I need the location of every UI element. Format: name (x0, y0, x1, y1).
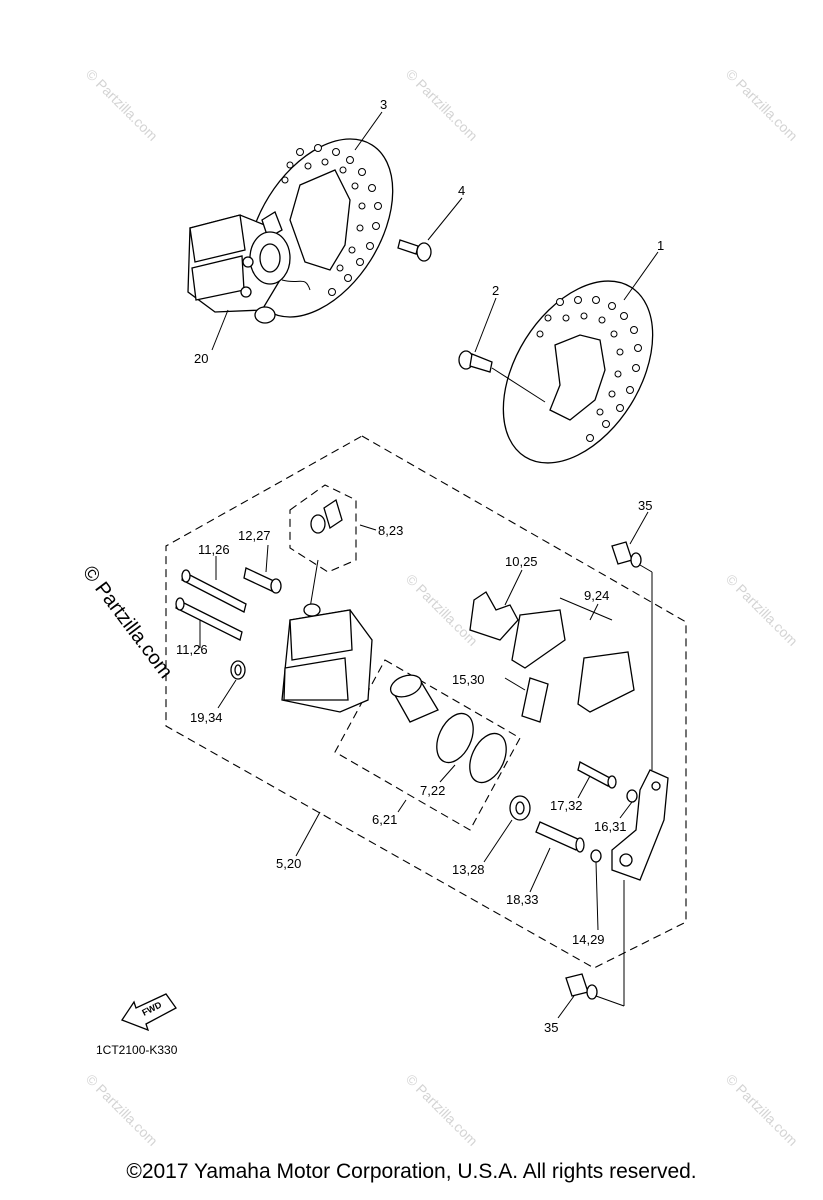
callout-10-25: 10,25 (505, 554, 538, 569)
pin-bolts-11-26 (175, 569, 247, 641)
callout-14-29: 14,29 (572, 932, 605, 947)
callout-15-30: 15,30 (452, 672, 485, 687)
diagram-code: 1CT2100-K330 (96, 1043, 178, 1057)
callout-18-33: 18,33 (506, 892, 539, 907)
callout-16-31: 16,31 (594, 819, 627, 834)
callout-9-24: 9,24 (584, 588, 609, 603)
callouts: 3 4 1 2 20 35 8,23 12,27 11,26 10,25 9,2… (176, 97, 664, 1035)
washer-16-31 (626, 789, 638, 803)
bolt-4 (397, 239, 432, 262)
callout-2: 2 (492, 283, 499, 298)
callout-1: 1 (657, 238, 664, 253)
callout-19-34: 19,34 (190, 710, 223, 725)
callout-35-top: 35 (638, 498, 652, 513)
piston-and-seals (389, 674, 507, 784)
bolt-2 (458, 350, 546, 403)
watermark: © Partzilla.com (723, 66, 801, 144)
watermark: © Partzilla.com (83, 66, 161, 144)
copyright-notice: ©2017 Yamaha Motor Corporation, U.S.A. A… (126, 1160, 697, 1183)
callout-17-32: 17,32 (550, 798, 583, 813)
pin-17-32 (577, 761, 617, 789)
callout-3: 3 (380, 97, 387, 112)
watermark: © Partzilla.com (723, 1071, 801, 1149)
watermark-large: © Partzilla.com (78, 562, 177, 683)
washer-14-29 (590, 849, 602, 863)
bolt-18-33 (535, 821, 585, 853)
caliper-kit-boundary (165, 435, 687, 969)
callout-4: 4 (458, 183, 465, 198)
bolt-35-bottom (565, 880, 625, 1007)
caliper-bracket (611, 769, 669, 881)
caliper-body-5-20 (281, 603, 373, 713)
bolt-12-27 (243, 567, 282, 594)
pad-support-10-25 (469, 591, 519, 641)
callout-6-21: 6,21 (372, 812, 397, 827)
brake-disc-1 (502, 280, 654, 464)
callout-5-20: 5,20 (276, 856, 301, 871)
watermark: © Partzilla.com (403, 66, 481, 144)
callout-12-27: 12,27 (238, 528, 271, 543)
callout-8-23: 8,23 (378, 523, 403, 538)
callout-7-22: 7,22 (420, 783, 445, 798)
callout-11-26-top: 11,26 (198, 542, 230, 557)
watermark: © Partzilla.com (403, 571, 481, 649)
watermark: © Partzilla.com (723, 571, 801, 649)
fwd-arrow-icon: FWD (121, 993, 177, 1032)
boot-13-28 (509, 795, 531, 821)
leader-lines (199, 111, 659, 1019)
watermark: © Partzilla.com (403, 1071, 481, 1149)
watermark: © Partzilla.com (83, 1071, 161, 1149)
bushing-19-34 (230, 660, 246, 680)
callout-35-bottom: 35 (544, 1020, 558, 1035)
bolt-35-top (611, 541, 653, 770)
bleed-screw-8-23 (307, 498, 343, 621)
callout-13-28: 13,28 (452, 862, 485, 877)
callout-20: 20 (194, 351, 208, 366)
caliper-assembly-20 (187, 211, 311, 324)
pad-spring-15-30 (521, 677, 549, 723)
brake-pads-9-24 (511, 597, 635, 713)
callout-11-26-bottom: 11,26 (176, 642, 208, 657)
